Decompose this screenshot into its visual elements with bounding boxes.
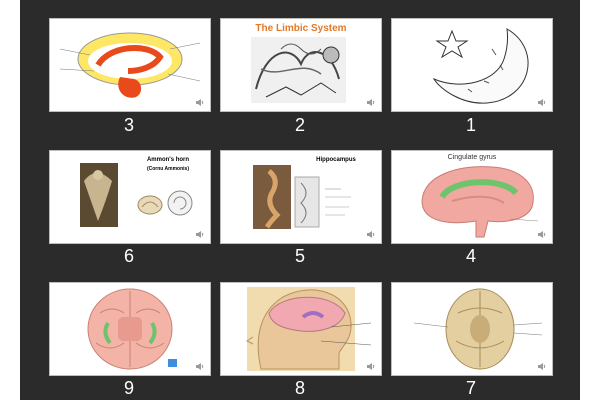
- cingulate-brain-image: [421, 166, 539, 238]
- speaker-icon[interactable]: [366, 362, 376, 371]
- slide-sorter-panel: 3 The Limbic System 2: [20, 0, 580, 400]
- slide-thumbnail-7[interactable]: [391, 282, 553, 376]
- slide-number-6: 6: [123, 246, 134, 266]
- slide-thumbnail-2[interactable]: The Limbic System: [220, 18, 382, 112]
- speaker-icon[interactable]: [366, 230, 376, 239]
- slide-title: Hippocampus: [316, 157, 356, 163]
- brain-inferior-image: [87, 288, 177, 370]
- slide-subtitle: (Cornu Ammonis): [146, 166, 190, 172]
- seahorse-image: [253, 165, 351, 229]
- crescent-drawing-image: [432, 28, 529, 104]
- speaker-icon[interactable]: [537, 362, 547, 371]
- slide-number-1: 1: [465, 115, 476, 135]
- slide-thumbnail-6[interactable]: Ammon's horn (Cornu Ammonis): [49, 150, 211, 244]
- slide-title: Cingulate gyrus: [447, 154, 497, 161]
- slide-number-3: 3: [123, 115, 134, 135]
- slide-title: The Limbic System: [255, 23, 347, 34]
- ram-horn-image: [80, 163, 193, 227]
- brain-base-image: [413, 288, 543, 370]
- slide-number-2: 2: [294, 115, 305, 135]
- speaker-icon[interactable]: [195, 362, 205, 371]
- slide-grid: 3 The Limbic System 2: [20, 0, 580, 400]
- slide-number-8: 8: [294, 378, 305, 398]
- slide-thumbnail-8[interactable]: [220, 282, 382, 376]
- slide-number-7: 7: [465, 378, 476, 398]
- slide-number-5: 5: [294, 246, 305, 266]
- speaker-icon[interactable]: [537, 98, 547, 107]
- speaker-icon[interactable]: [537, 230, 547, 239]
- head-profile-image: [246, 287, 372, 371]
- slide-thumbnail-9[interactable]: [49, 282, 211, 376]
- slide-thumbnail-1[interactable]: [391, 18, 553, 112]
- limbic-diagram-image: [59, 32, 201, 98]
- slide-number-9: 9: [123, 378, 134, 398]
- slide-number-4: 4: [465, 246, 476, 266]
- slide-thumbnail-5[interactable]: Hippocampus: [220, 150, 382, 244]
- speaker-icon[interactable]: [195, 98, 205, 107]
- speaker-icon[interactable]: [366, 98, 376, 107]
- speaker-icon[interactable]: [195, 230, 205, 239]
- slide-title: Ammon's horn: [146, 157, 190, 163]
- slide-thumbnail-3[interactable]: [49, 18, 211, 112]
- engraving-image: [251, 37, 346, 103]
- slide-thumbnail-4[interactable]: Cingulate gyrus: [391, 150, 553, 244]
